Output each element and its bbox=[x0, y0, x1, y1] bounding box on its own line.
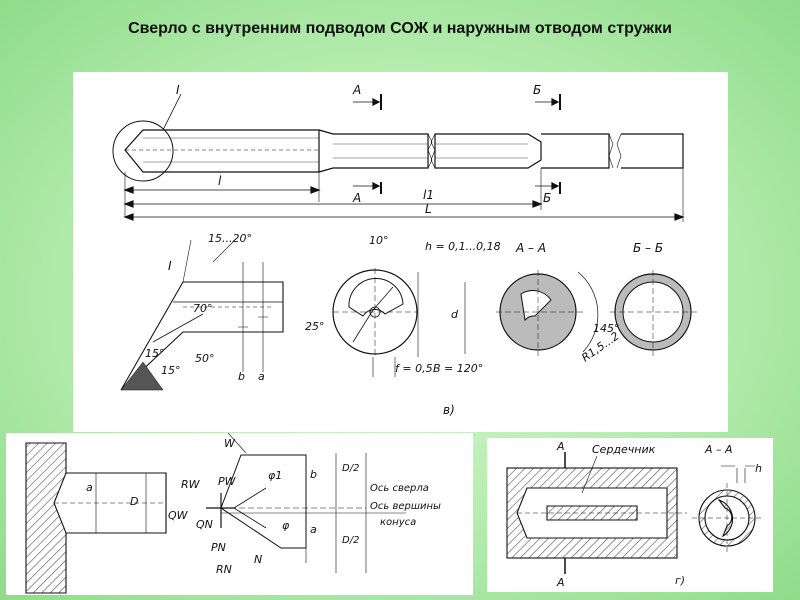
dim-L: L bbox=[425, 202, 432, 216]
dim-D2-bottom: D/2 bbox=[342, 535, 359, 546]
force-PN: PN bbox=[211, 541, 226, 554]
force-QW: QW bbox=[168, 509, 189, 522]
angle-tip: 15...20° bbox=[208, 232, 252, 245]
section-BB-title: Б – Б bbox=[633, 241, 663, 255]
forces-drawing-panel: a D W RW PW QW QN PN RN N φ1 φ b a D/2 D… bbox=[6, 433, 473, 595]
angle-50: 50° bbox=[195, 352, 215, 365]
slide-title: Сверло с внутренним подводом СОЖ и наруж… bbox=[128, 20, 672, 37]
dim-h: h = 0,1...0,18 bbox=[425, 240, 501, 253]
angle-145: 145° bbox=[593, 322, 620, 335]
section-AA-right: А – А bbox=[704, 443, 733, 456]
force-PW: PW bbox=[218, 475, 237, 488]
detail-I-label: I bbox=[168, 259, 172, 273]
angle-10: 10° bbox=[369, 234, 389, 247]
axis-cone-label-1: Ось вершины bbox=[370, 501, 441, 512]
dim-a-left: a bbox=[86, 481, 93, 494]
force-W: W bbox=[224, 437, 236, 450]
dim-h-right: h bbox=[755, 462, 762, 475]
drill-drawing-panel: I А А Б Б l l1 L I 15...20° 70° 15° 15° … bbox=[73, 72, 728, 432]
dim-l: l bbox=[218, 174, 222, 188]
angle-phi1: φ1 bbox=[268, 469, 282, 482]
section-A-top-right: А bbox=[556, 440, 565, 453]
section-B-bottom: Б bbox=[543, 191, 551, 205]
dim-D: D bbox=[130, 495, 138, 508]
dim-b-detail: b bbox=[238, 370, 245, 383]
dim-D2-top: D/2 bbox=[342, 463, 359, 474]
section-A-bottom: А bbox=[352, 191, 361, 205]
subfigure-v: в) bbox=[443, 403, 455, 417]
angle-B: B = 120° bbox=[433, 362, 483, 375]
force-N: N bbox=[254, 553, 262, 566]
subfigure-g: г) bbox=[675, 574, 685, 587]
section-A-top: А bbox=[352, 83, 361, 97]
core-drawing: А А Сердечник А – А h г) bbox=[506, 440, 762, 589]
dim-a-detail: a bbox=[258, 370, 265, 383]
dim-a-right: a bbox=[310, 523, 317, 536]
section-B-top: Б bbox=[533, 83, 541, 97]
dim-l1: l1 bbox=[423, 188, 434, 202]
axis-cone-label-2: конуса bbox=[380, 517, 416, 528]
force-RW: RW bbox=[181, 478, 201, 491]
angle-15a: 15° bbox=[145, 347, 165, 360]
section-AA-title: А – А bbox=[515, 241, 546, 255]
angle-70: 70° bbox=[193, 302, 213, 315]
angle-15b: 15° bbox=[161, 364, 181, 377]
view-I-marker: I bbox=[176, 83, 180, 97]
force-RN: RN bbox=[216, 563, 232, 576]
section-A-bottom-right: А bbox=[556, 576, 565, 589]
dim-b-right: b bbox=[310, 468, 317, 481]
core-label: Сердечник bbox=[592, 443, 656, 456]
core-drawing-panel: А А Сердечник А – А h г) bbox=[487, 438, 773, 592]
forces-drawing: a D W RW PW QW QN PN RN N φ1 φ b a D/2 D… bbox=[25, 433, 441, 594]
force-QN: QN bbox=[196, 518, 213, 531]
dim-f: f = 0,5 bbox=[395, 362, 433, 375]
drill-drawing: I А А Б Б l l1 L I 15...20° 70° 15° 15° … bbox=[112, 83, 698, 417]
axis-drill-label: Ось сверла bbox=[370, 483, 429, 494]
angle-25: 25° bbox=[305, 320, 325, 333]
angle-phi: φ bbox=[282, 519, 290, 532]
dim-d: d bbox=[451, 308, 459, 321]
